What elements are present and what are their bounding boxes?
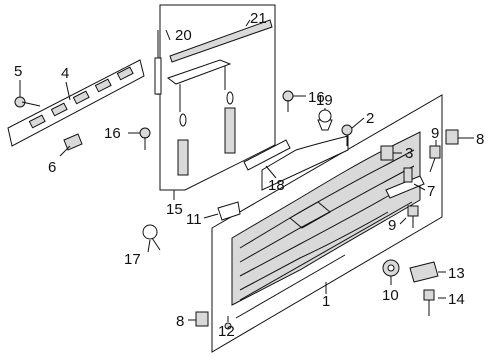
bolt-16a <box>139 127 151 150</box>
bolt-9a <box>429 145 441 173</box>
tailgate-rail <box>7 59 145 147</box>
callout-2: 2 <box>366 110 374 127</box>
callout-9a: 9 <box>431 125 439 142</box>
leader-lines <box>19 19 474 322</box>
tailgate-panel <box>211 94 443 353</box>
callout-11: 11 <box>186 211 202 228</box>
bumper-17 <box>142 224 161 251</box>
clip-11 <box>217 201 241 221</box>
cable-group-box <box>154 4 276 200</box>
bolt-5 <box>14 96 41 108</box>
callout-12: 10 <box>382 287 399 304</box>
callout-1: 1 <box>322 293 330 310</box>
callout-16b: 16 <box>308 89 325 106</box>
clip-8b <box>195 311 209 327</box>
clip-8a <box>445 129 459 145</box>
nut-12 <box>382 259 400 277</box>
callout-14: 14 <box>448 291 465 308</box>
nut-3 <box>380 145 394 161</box>
callout-16a: 16 <box>104 125 121 142</box>
callout-20: 20 <box>175 27 192 44</box>
screw-2 <box>341 124 353 146</box>
callout-19: 19 <box>316 92 333 109</box>
callout-21: 21 <box>250 10 267 27</box>
callout-8a: 8 <box>476 131 484 148</box>
callout-9b: 9 <box>388 217 396 234</box>
rod-10 <box>224 322 232 330</box>
callout-8b: 8 <box>176 313 184 330</box>
plate-13 <box>409 261 439 283</box>
callout-10: 12 <box>218 323 235 340</box>
clip-6 <box>63 133 83 151</box>
cover-18 <box>243 139 291 171</box>
callout-3: 3 <box>405 145 413 162</box>
callout-7: 7 <box>427 183 435 200</box>
callout-labels: 5 4 6 16 20 21 15 16 19 2 3 9 8 7 9 18 1… <box>14 10 484 340</box>
callout-13: 13 <box>448 265 465 282</box>
callout-6: 6 <box>48 159 56 176</box>
bracket-7 <box>385 167 425 199</box>
callout-5: 5 <box>14 63 22 80</box>
bolt-9b <box>407 205 419 228</box>
stud-14 <box>423 289 435 316</box>
callout-4: 4 <box>61 65 69 82</box>
bolt-16b <box>282 90 294 112</box>
callout-15: 15 <box>166 201 183 218</box>
callout-18: 18 <box>268 177 285 194</box>
callout-17: 17 <box>124 251 141 268</box>
push-pin-19 <box>317 109 333 131</box>
